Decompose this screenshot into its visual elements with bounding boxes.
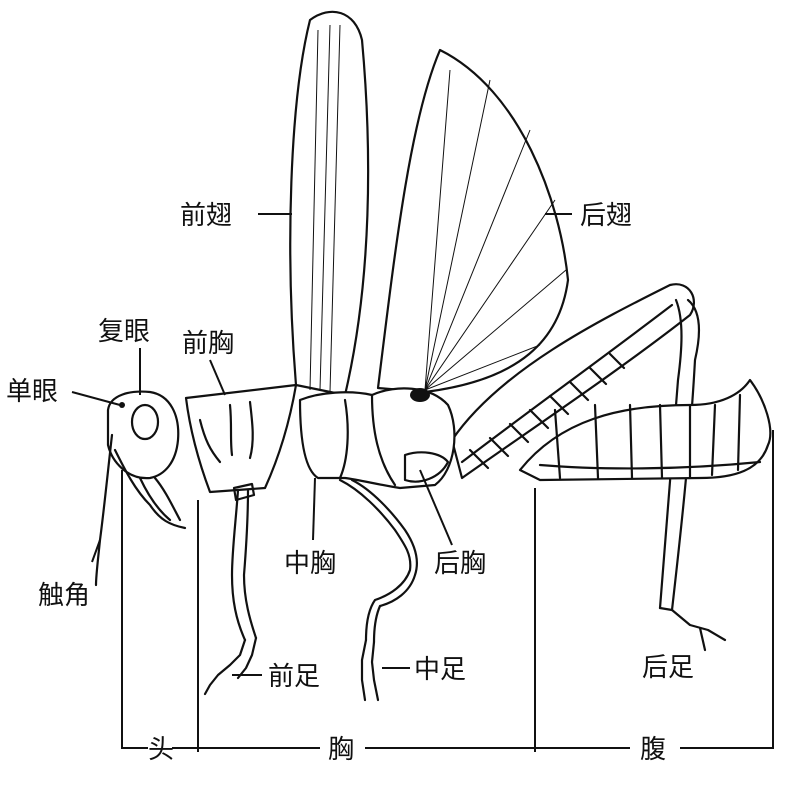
hind-leg <box>450 283 727 652</box>
label-region-abdomen: 腹 <box>640 735 666 765</box>
label-compound-eye: 复眼 <box>98 317 150 347</box>
label-fore-leg: 前足 <box>268 662 320 692</box>
bracket-abdomen-right <box>680 430 774 749</box>
bracket-head-left <box>121 470 148 749</box>
part-labels: 前翅 后翅 复眼 前胸 单眼 触角 中胸 后胸 前足 中足 后足 <box>6 201 694 692</box>
label-prothorax: 前胸 <box>182 329 234 359</box>
leader-lines <box>71 213 572 676</box>
label-hind-wing: 后翅 <box>580 201 632 231</box>
label-mesothorax: 中胸 <box>284 549 336 579</box>
region-labels: 头 胸 腹 <box>148 735 666 765</box>
label-fore-wing: 前翅 <box>180 201 232 231</box>
head <box>94 390 187 587</box>
label-metathorax: 后胸 <box>434 549 486 579</box>
leader-metathorax <box>419 469 453 546</box>
label-region-head: 头 <box>148 735 174 765</box>
pronotum <box>184 383 298 494</box>
hind-wing <box>376 48 570 394</box>
label-region-thorax: 胸 <box>328 735 354 765</box>
fore-leg <box>203 482 258 696</box>
leader-ocellus <box>71 391 121 406</box>
fore-wing <box>289 10 370 397</box>
leader-prothorax <box>209 359 226 396</box>
region-brackets <box>121 430 774 752</box>
mid-leg <box>338 478 419 702</box>
leader-antenna <box>91 539 101 563</box>
label-antenna: 触角 <box>38 581 90 611</box>
abdomen-body <box>518 378 772 482</box>
leader-mesothorax <box>312 477 316 541</box>
thorax-body <box>298 387 456 490</box>
label-ocellus: 单眼 <box>6 377 58 407</box>
label-mid-leg: 中足 <box>414 655 466 685</box>
label-hind-leg: 后足 <box>642 653 694 683</box>
